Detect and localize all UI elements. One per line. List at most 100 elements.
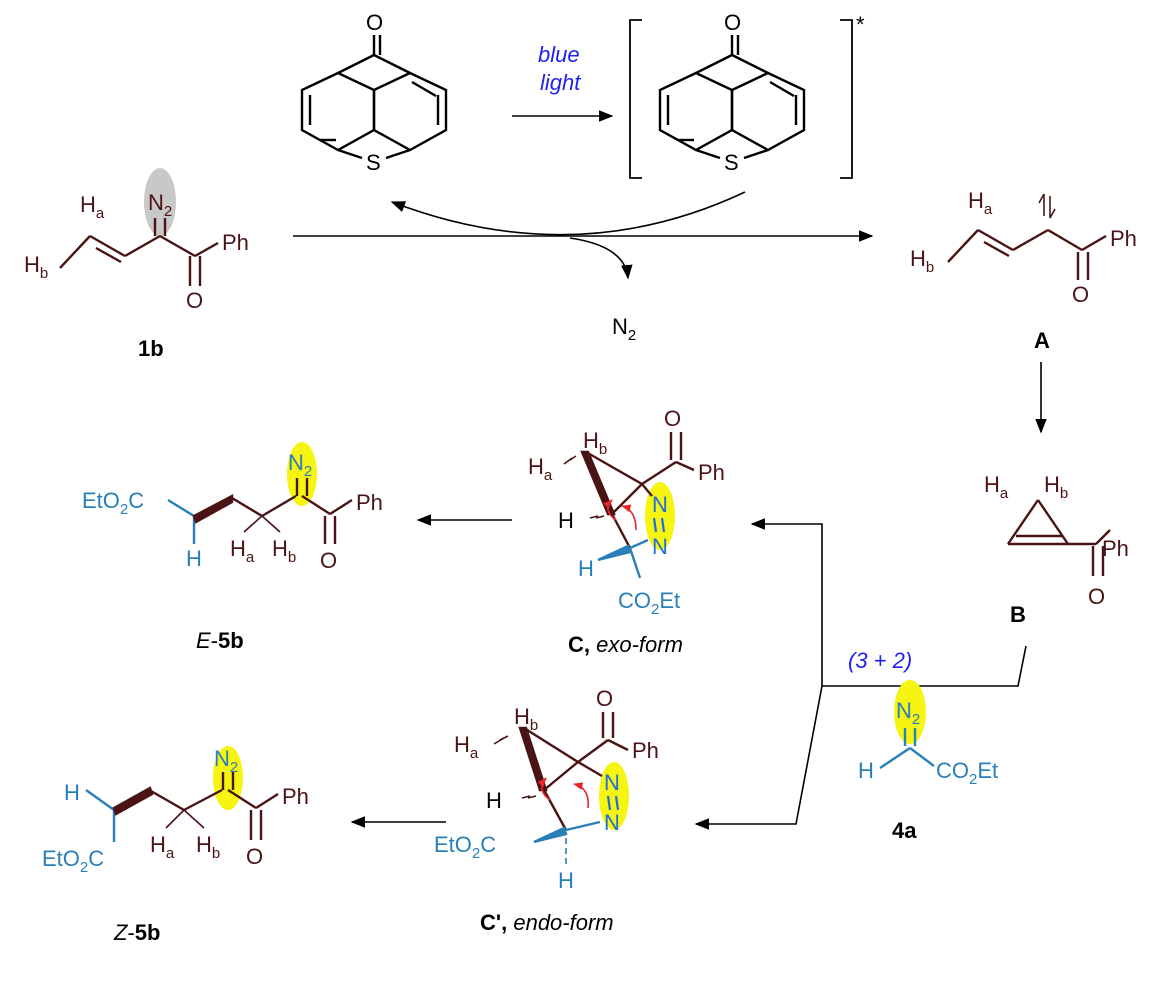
cycloaddition-label: (3 + 2) — [848, 648, 912, 673]
E5b-hb: Hb — [272, 536, 296, 566]
B-ha: Ha — [984, 472, 1009, 502]
excited-o: O — [724, 10, 741, 35]
diazo-highlight-Cp — [599, 762, 629, 830]
C-co2et: CO2Et — [618, 588, 680, 618]
Cp-eto2c: EtO2C — [434, 832, 496, 862]
4a-co2et: CO2Et — [936, 758, 998, 788]
C-n-n-bond — [652, 517, 666, 533]
1b-o: O — [186, 288, 203, 313]
Cp-ha: Ha — [454, 732, 479, 762]
compound-Cp-bonds — [493, 712, 629, 831]
Cp-h-teal: H — [558, 868, 574, 893]
condition-blue: blue — [538, 42, 580, 67]
Cp-ph: Ph — [632, 738, 659, 763]
Cp-n-n-bond — [606, 795, 620, 811]
C-red-arrow-1 — [603, 499, 617, 521]
thioxanthone-s: S — [366, 150, 381, 175]
4a-n2: N2 — [896, 698, 920, 728]
E5b-teal-bonds — [167, 498, 196, 544]
Cp-n-bottom: N — [604, 810, 620, 835]
compound-C-bonds — [563, 432, 695, 549]
Z5b-bonds — [112, 772, 279, 840]
C-ha: Ha — [528, 454, 553, 484]
B-o: O — [1088, 584, 1105, 609]
A-ha: Ha — [968, 188, 993, 218]
A-radical-arrows — [1038, 193, 1056, 219]
Z5b-ha: Ha — [150, 832, 175, 862]
Z5b-o: O — [246, 844, 263, 869]
diazo-highlight-4a — [894, 680, 926, 744]
compound-1b-bonds — [59, 218, 219, 286]
1b-ph: Ph — [222, 230, 249, 255]
C-red-arrow-2 — [621, 504, 637, 531]
C-n-top: N — [652, 492, 668, 517]
Cp-hb: Hb — [514, 704, 538, 734]
A-hb: Hb — [910, 246, 934, 276]
E5b-bonds — [192, 478, 353, 544]
Z5b-hb: Hb — [196, 832, 220, 862]
Z5b-ph: Ph — [282, 784, 309, 809]
cycloaddition-line — [822, 645, 1027, 687]
label-E5b: E-5b — [196, 628, 244, 653]
B-hb: Hb — [1044, 472, 1068, 502]
catalyst-return-arrow — [390, 191, 746, 236]
n2-release-arrow — [569, 237, 633, 280]
label-Cp: C', endo-form — [480, 910, 614, 935]
thioxanthone-excited — [629, 19, 853, 179]
Z5b-h: H — [64, 780, 80, 805]
byproduct-n2: N2 — [612, 314, 636, 344]
Cp-o: O — [596, 686, 613, 711]
thioxanthone — [300, 35, 448, 160]
excited-star: * — [856, 12, 865, 37]
C-ph: Ph — [698, 460, 725, 485]
Z5b-teal-bonds — [85, 789, 116, 842]
diazo-highlight-E5b — [287, 442, 317, 506]
C-h-ring: H — [558, 508, 574, 533]
C-h-teal: H — [578, 556, 594, 581]
thioxanthone-left-ring — [300, 71, 376, 152]
label-A: A — [1034, 328, 1050, 353]
A-ph: Ph — [1110, 226, 1137, 251]
C-hb: Hb — [583, 428, 607, 458]
arrow-to-C — [750, 518, 823, 686]
E5b-ph: Ph — [356, 490, 383, 515]
1b-hb: Hb — [24, 252, 48, 282]
thioxanthone-o: O — [366, 10, 383, 35]
compound-A-bonds — [947, 228, 1107, 280]
A-o: O — [1072, 282, 1089, 307]
compound-4a-bonds — [879, 728, 935, 769]
thioxanthone-right-ring — [372, 71, 448, 152]
diazo-highlight-C — [645, 482, 675, 550]
label-4a: 4a — [892, 818, 917, 843]
arrow-to-Cp — [694, 685, 823, 830]
C-o: O — [664, 406, 681, 431]
label-1b: 1b — [138, 336, 164, 361]
label-B: B — [1010, 602, 1026, 627]
E5b-ha: Ha — [230, 536, 255, 566]
label-C: C, exo-form — [568, 632, 683, 657]
Z5b-eto2c: EtO2C — [42, 846, 104, 876]
1b-n2: N2 — [148, 190, 172, 220]
C-n-bottom: N — [652, 534, 668, 559]
E5b-o: O — [320, 548, 337, 573]
E5b-eto2c: EtO2C — [82, 488, 144, 518]
excited-s: S — [724, 150, 739, 175]
1b-ha: Ha — [80, 192, 105, 222]
Cp-h-ring: H — [486, 788, 502, 813]
Cp-n-top: N — [604, 770, 620, 795]
E5b-h: H — [186, 546, 202, 571]
Cp-ring-teal-bonds — [533, 820, 601, 864]
condition-light: light — [540, 70, 581, 95]
Cp-red-arrow-1 — [537, 777, 551, 801]
compound-B-bonds — [1007, 499, 1111, 576]
E5b-n2: N2 — [288, 450, 312, 480]
Z5b-n2: N2 — [214, 746, 238, 776]
label-Z5b: Z-5b — [113, 920, 160, 945]
Cp-red-arrow-2 — [573, 782, 590, 809]
B-ph: Ph — [1102, 536, 1129, 561]
diazo-highlight-1b — [144, 168, 176, 236]
C-ring-teal-bonds — [597, 538, 649, 579]
4a-h: H — [858, 758, 874, 783]
